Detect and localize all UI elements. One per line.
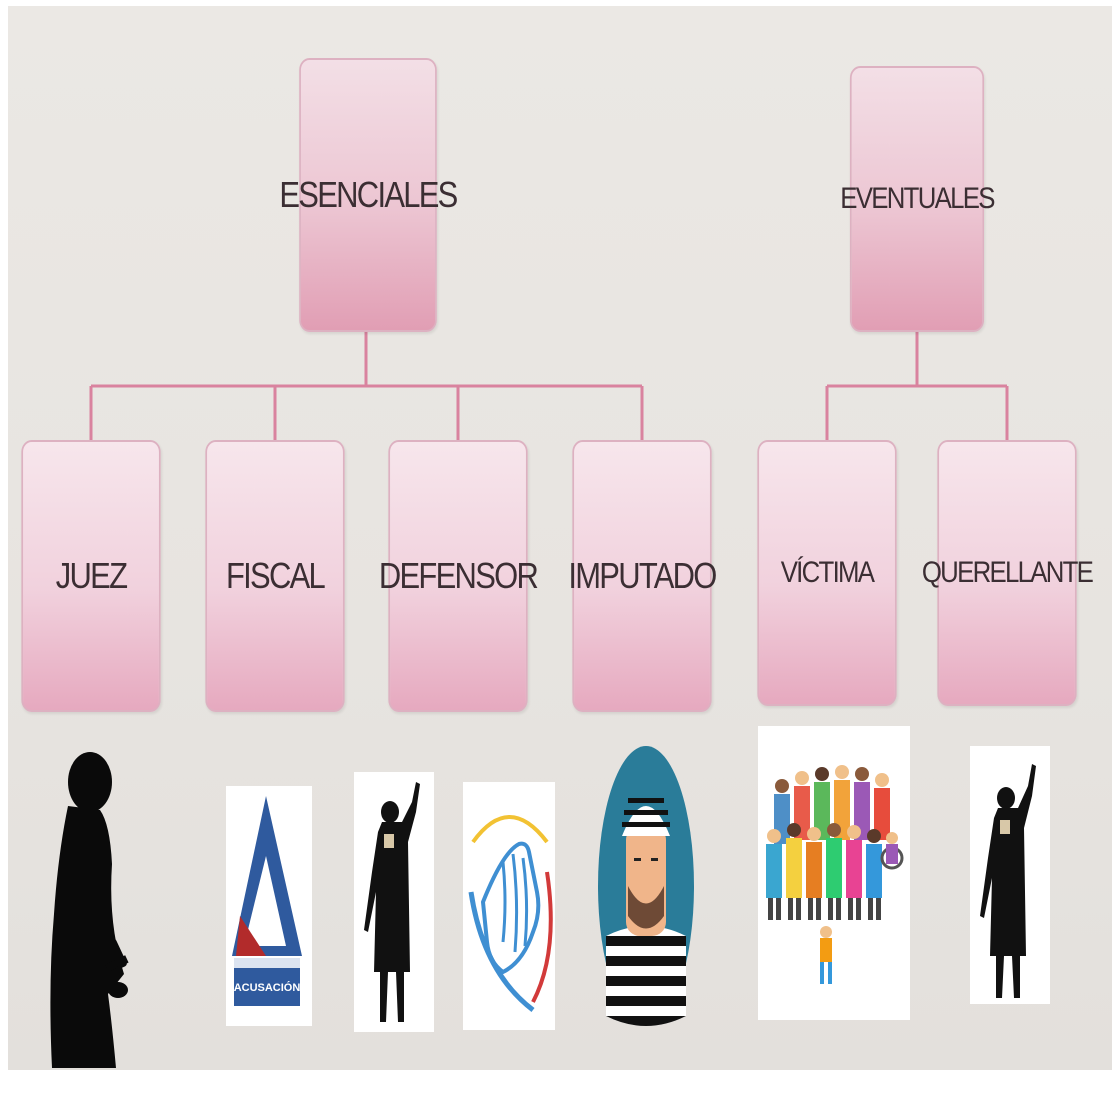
role-label-fiscal: FISCAL <box>226 555 324 597</box>
people-crowd-icon <box>758 726 910 1020</box>
group-box-esenciales: ESENCIALES <box>299 58 437 332</box>
role-box-defensor: DEFENSOR <box>388 440 527 712</box>
role-box-victima: VÍCTIMA <box>757 440 896 706</box>
role-box-fiscal: FISCAL <box>205 440 344 712</box>
role-label-imputado: IMPUTADO <box>568 555 715 597</box>
role-box-querellante: QUERELLANTE <box>937 440 1076 706</box>
acusacion-logo-text: ACUSACIÓN <box>234 981 301 994</box>
role-label-juez: JUEZ <box>56 555 127 597</box>
defensoria-hand-logo <box>463 782 555 1030</box>
role-box-imputado: IMPUTADO <box>572 440 711 712</box>
lawyer-silhouette-icon <box>354 772 434 1032</box>
role-label-querellante: QUERELLANTE <box>922 556 1092 590</box>
diagram-canvas: ESENCIALES EVENTUALES JUEZ FISCAL DEFENS… <box>8 6 1112 1070</box>
group-box-eventuales: EVENTUALES <box>850 66 984 332</box>
judge-silhouette-icon <box>38 744 138 1068</box>
ministerio-publico-acusacion-logo: ACUSACIÓN <box>226 786 312 1026</box>
role-box-juez: JUEZ <box>21 440 160 712</box>
group-label-esenciales: ESENCIALES <box>279 174 456 216</box>
role-label-victima: VÍCTIMA <box>781 556 874 590</box>
role-label-defensor: DEFENSOR <box>379 555 537 597</box>
prisoner-icon <box>598 746 694 1026</box>
querellante-lawyer-icon <box>970 746 1050 1004</box>
group-label-eventuales: EVENTUALES <box>840 182 993 216</box>
